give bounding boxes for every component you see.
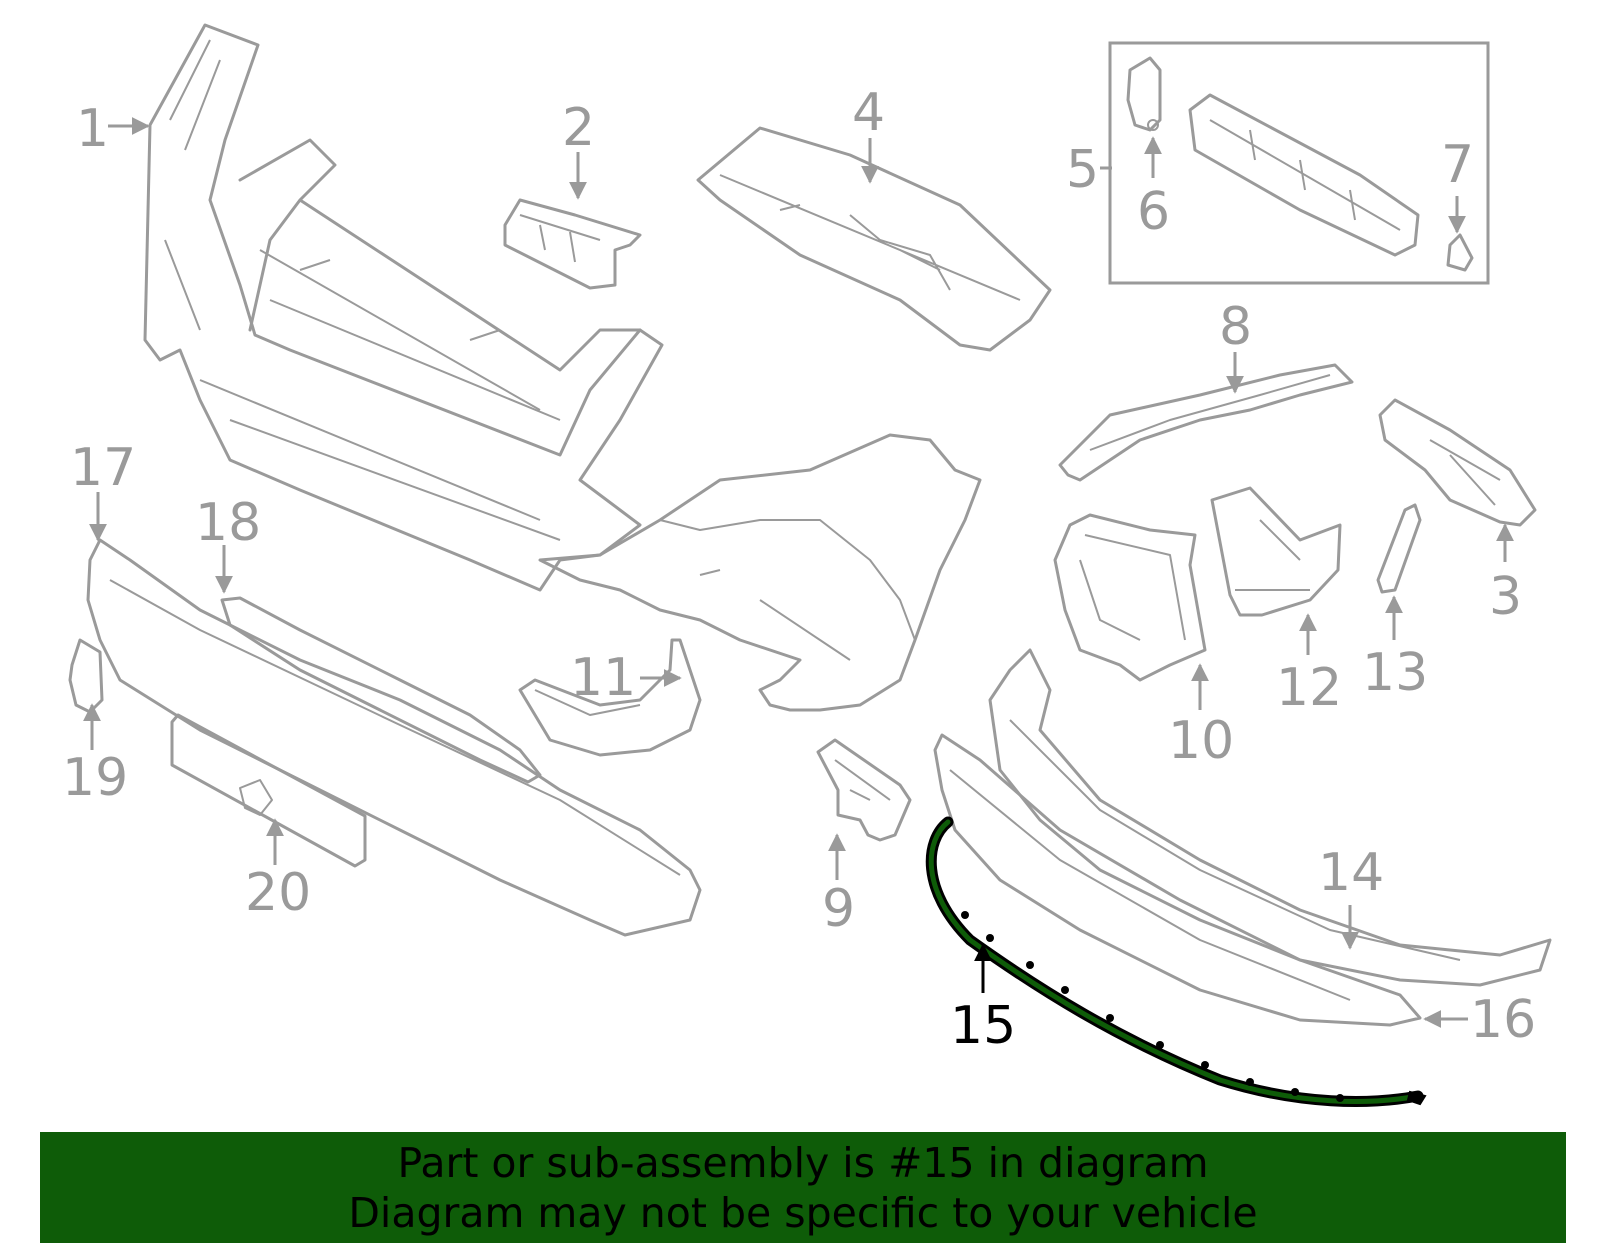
callout-6: 6 [1137, 182, 1170, 242]
part-11-trim [518, 638, 702, 757]
callout-8: 8 [1219, 297, 1252, 357]
part-16-lower-spoiler [933, 733, 1422, 1027]
callout-5: 5 [1066, 140, 1099, 200]
part-8-bracket [1058, 363, 1354, 482]
callout-12: 12 [1276, 658, 1342, 718]
part-9-bracket [816, 738, 912, 842]
part-10-housing [1053, 513, 1207, 682]
callout-4: 4 [852, 83, 885, 143]
callout-1: 1 [76, 99, 109, 159]
callout-arrows [83, 117, 1514, 1028]
part-18-strip [220, 596, 542, 784]
part-4-cover [696, 126, 1052, 352]
callout-20: 20 [245, 863, 311, 923]
part-2-bracket [503, 198, 642, 290]
callout-labels: 1 2 4 5 6 7 8 3 13 12 10 11 9 14 15 16 1… [62, 83, 1536, 1056]
callout-14: 14 [1318, 843, 1384, 903]
callout-10: 10 [1168, 711, 1234, 771]
part-13-strip [1376, 503, 1422, 594]
callout-18: 18 [195, 493, 261, 553]
callout-17: 17 [70, 438, 136, 498]
callout-19: 19 [62, 748, 128, 808]
callout-16: 16 [1470, 990, 1536, 1050]
part-3-bracket [1378, 398, 1537, 527]
part-15-highlighted-strip [925, 816, 1427, 1107]
part-1-bumper-frame [143, 23, 664, 592]
banner-line-part: Part or sub-assembly is #15 in diagram [397, 1139, 1209, 1187]
part-14-valance [988, 648, 1552, 987]
part-20-plate-bracket [170, 713, 367, 868]
part-12-fog-bracket [1210, 486, 1342, 617]
bumper-cover [538, 433, 982, 712]
callout-3: 3 [1489, 567, 1522, 627]
info-banner: Part or sub-assembly is #15 in diagram D… [40, 1132, 1566, 1243]
callout-2: 2 [562, 98, 595, 158]
part-19-clip [68, 638, 104, 714]
callout-7: 7 [1441, 135, 1474, 195]
callout-9: 9 [822, 879, 855, 939]
callout-15: 15 [950, 996, 1016, 1056]
callout-13: 13 [1362, 643, 1428, 703]
part-5-inset-box [1108, 41, 1490, 285]
banner-line-disclaimer: Diagram may not be specific to your vehi… [348, 1189, 1258, 1237]
callout-11: 11 [570, 648, 636, 708]
part-17-lower-frame [86, 538, 702, 937]
